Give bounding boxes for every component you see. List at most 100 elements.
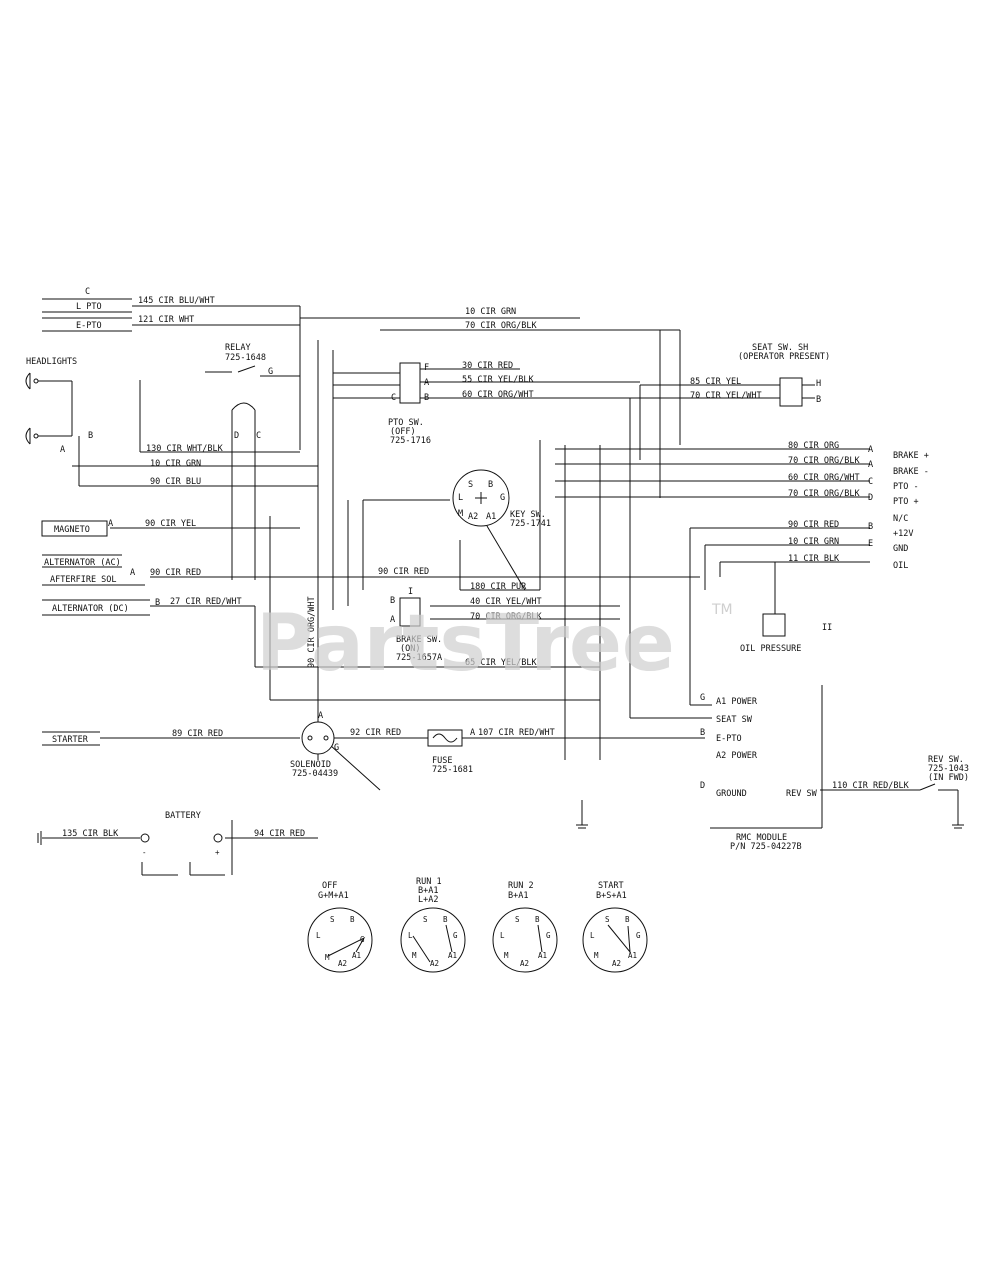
headlights: HEADLIGHTS B A: [25, 357, 93, 486]
state-run1-title: RUN 1: [416, 877, 442, 887]
rmc-pto-minus: PTO -: [893, 482, 919, 492]
off-l: L: [316, 931, 321, 940]
brake-on: (ON): [400, 644, 420, 654]
wire-10-grn-mid: 10 CIR GRN: [150, 459, 201, 469]
run1-a1: A1: [448, 951, 457, 960]
off-g: G: [360, 935, 365, 944]
key-a1: A1: [486, 512, 496, 522]
key-m: M: [458, 509, 463, 519]
afterfire-label: AFTERFIRE SOL: [50, 575, 117, 585]
wire-90-red: 90 CIR RED: [150, 568, 201, 578]
oil-pressure: OIL PRESSURE II: [740, 613, 832, 654]
watermark-text: PartsTree: [256, 599, 675, 689]
rmc-d2: D: [700, 781, 705, 791]
wire-10-grn-r: 10 CIR GRN: [788, 537, 839, 547]
key-s: S: [468, 480, 473, 490]
relay: RELAY 725-1648 G: [205, 343, 300, 377]
rmc-seat-sw: SEAT SW: [716, 715, 753, 725]
rmc-a2-power: A2 POWER: [716, 751, 758, 761]
run1-s: S: [423, 915, 428, 924]
fuse-label: FUSE: [432, 756, 452, 766]
run1-g: G: [453, 931, 458, 940]
start-m: M: [594, 951, 599, 960]
pto-off: (OFF): [390, 427, 416, 437]
rmc-e: E: [868, 539, 873, 549]
rmc-gnd: GND: [893, 544, 908, 554]
pto-b: B: [424, 393, 429, 403]
seat-sw-label: SEAT SW. SH: [752, 343, 808, 353]
rmc-module: A A C D B E BRAKE + BRAKE - PTO - PTO + …: [630, 445, 929, 852]
alt-dc-label: ALTERNATOR (DC): [52, 604, 129, 614]
run2-l: L: [500, 931, 505, 940]
seat-switch: SEAT SW. SH (OPERATOR PRESENT) H B: [738, 343, 830, 407]
oil-pressure-label: OIL PRESSURE: [740, 644, 801, 654]
rmc-rev-sw: REV SW: [786, 789, 818, 799]
rev-sw-label: REV SW.: [928, 755, 964, 765]
wire-10-grn-top: 10 CIR GRN: [465, 307, 516, 317]
run2-s: S: [515, 915, 520, 924]
run2-g: G: [546, 931, 551, 940]
wire-80-org: 80 CIR ORG: [788, 441, 839, 451]
pto-pn: 725-1716: [390, 436, 431, 446]
alt-ac-label: ALTERNATOR (AC): [44, 558, 121, 568]
battery: BATTERY - +: [37, 811, 223, 857]
wire-90-vert: 90 CIR ORG/WHT: [307, 596, 317, 668]
wire-90-red2: 90 CIR RED: [378, 567, 429, 577]
battery-pos: +: [215, 848, 220, 857]
wire-180: 180 CIR PUR: [470, 582, 527, 592]
state-run1-sub2: L+A2: [418, 895, 438, 905]
term-d: D: [234, 431, 239, 441]
run2-a1: A1: [538, 951, 547, 960]
key-g: G: [500, 493, 505, 503]
label-l-pto: L PTO: [76, 302, 102, 312]
start-a1: A1: [628, 951, 637, 960]
state-run1-sub1: B+A1: [418, 886, 438, 896]
wire-110: 110 CIR RED/BLK: [832, 781, 910, 791]
wire-30-red: 30 CIR RED: [462, 361, 513, 371]
start-s: S: [605, 915, 610, 924]
rmc-module-pn: P/N 725-04227B: [730, 842, 802, 852]
seat-sw-sub: (OPERATOR PRESENT): [738, 352, 830, 362]
wire-145: 145 CIR BLU/WHT: [138, 296, 215, 306]
battery-label: BATTERY: [165, 811, 201, 821]
magneto-label: MAGNETO: [54, 525, 90, 535]
rmc-ground: GROUND: [716, 789, 747, 799]
rmc-brake-plus: BRAKE +: [893, 451, 929, 461]
starter-label: STARTER: [52, 735, 89, 745]
start-l: L: [590, 931, 595, 940]
solenoid: A G SOLENOID 725-04439: [290, 711, 339, 779]
rmc-c: C: [868, 477, 873, 487]
state-off: OFF G+M+A1 S B L G M A2 A1: [307, 881, 373, 973]
watermark-tm: TM: [711, 602, 733, 618]
alternator-block: ALTERNATOR (AC) AFTERFIRE SOL A ALTERNAT…: [42, 554, 160, 616]
relay-g: G: [268, 367, 273, 377]
rmc-g: G: [700, 693, 705, 703]
wire-network: 10 CIR GRN 70 CIR ORG/BLK 30 CIR RED 55 …: [42, 306, 964, 876]
pto-sw-label: PTO SW.: [388, 418, 424, 428]
rmc-pto-plus: PTO +: [893, 497, 919, 507]
solenoid-label: SOLENOID: [290, 760, 331, 770]
label-e-pto: E-PTO: [76, 321, 102, 331]
relay-label: RELAY: [225, 343, 251, 353]
pto-c: C: [391, 393, 396, 403]
fuse-a: A: [470, 728, 475, 738]
brake-i: I: [408, 587, 413, 597]
wire-27: 27 CIR RED/WHT: [170, 597, 242, 607]
wire-107: 107 CIR RED/WHT: [478, 728, 555, 738]
oil-ii: II: [822, 623, 832, 633]
term-b: B: [88, 431, 93, 441]
state-off-title: OFF: [322, 881, 337, 891]
state-run2: RUN 2 B+A1 S B L G M A2 A1: [492, 881, 558, 973]
reverse-switch: REV SW. 725-1043 (IN FWD): [919, 755, 969, 791]
rev-sw-fwd: (IN FWD): [928, 773, 969, 783]
rmc-nc: N/C: [893, 514, 908, 524]
run1-m: M: [412, 951, 417, 960]
relay-pn: 725-1648: [225, 353, 266, 363]
rmc-brake-minus: BRAKE -: [893, 467, 929, 477]
wire-70-top: 70 CIR ORG/BLK: [465, 321, 538, 331]
key-l: L: [458, 493, 463, 503]
start-a2: A2: [612, 959, 621, 968]
start-b: B: [625, 915, 630, 924]
